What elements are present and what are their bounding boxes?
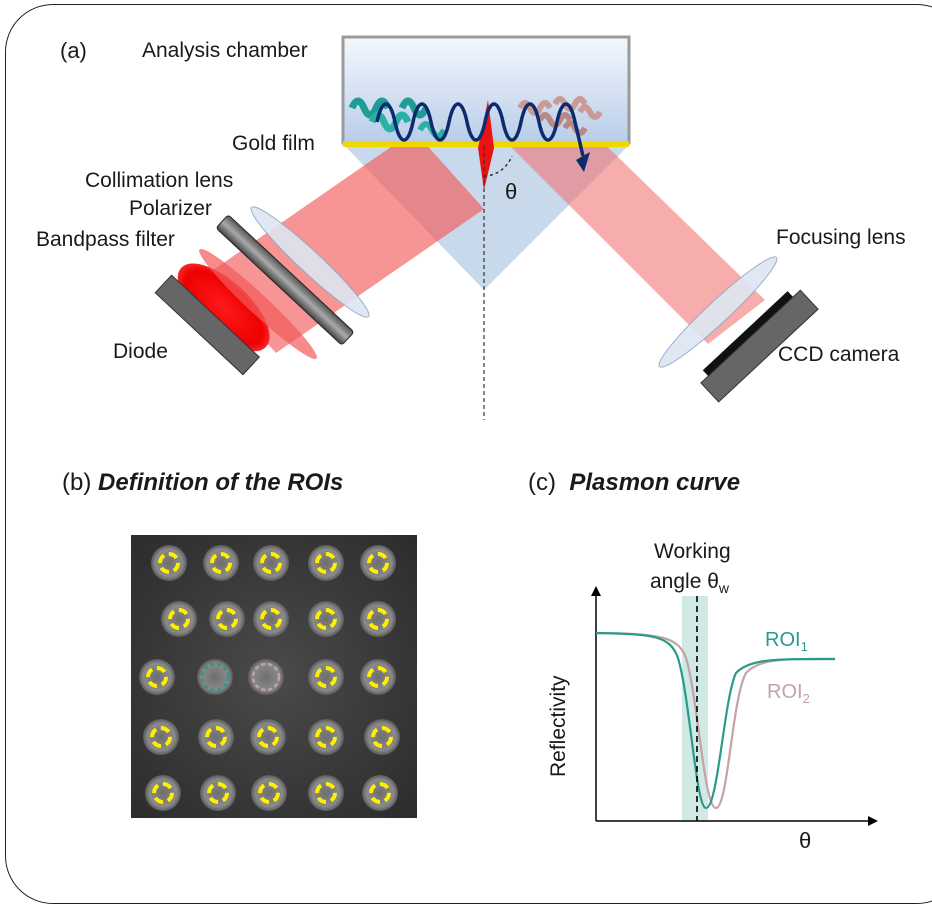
sensor-spot [253, 545, 289, 581]
theta-label: θ [505, 179, 518, 204]
panel-b-tag: (b) [62, 469, 92, 496]
sensor-spot [209, 601, 245, 637]
roi-ring [260, 608, 282, 630]
roi-ring [158, 552, 180, 574]
working-angle-line2: angle θw [650, 571, 729, 595]
roi2-ring [251, 662, 281, 692]
ccd-camera [700, 289, 819, 403]
y-axis-label: Reflectivity [547, 675, 570, 777]
sensor-spot [308, 601, 344, 637]
bandpass-filter-label: Bandpass filter [36, 228, 175, 251]
bandpass-filter [199, 248, 317, 360]
roi-ring [150, 726, 172, 748]
spr-setup-diagram [154, 35, 819, 420]
panel-b-heading: (b) Definition of the ROIs [62, 471, 343, 495]
roi-ring [207, 782, 229, 804]
sensor-spot [143, 719, 179, 755]
roi2-curve [595, 631, 836, 810]
sensor-spot [308, 659, 344, 695]
sensor-spot [203, 545, 239, 581]
sensor-spot [151, 545, 187, 581]
roi-ring [205, 726, 227, 748]
roi-ring [315, 608, 337, 630]
sensor-spot [251, 775, 287, 811]
angle-arc [483, 155, 513, 177]
roi-ring [371, 726, 393, 748]
working-angle-sub: w [718, 580, 730, 597]
roi-ring [152, 782, 174, 804]
focusing-lens-label: Focusing lens [776, 226, 906, 249]
sensor-spot [139, 659, 175, 695]
roi-ring [258, 782, 280, 804]
roi-microscopy-image [131, 535, 417, 818]
roi-ring [367, 666, 389, 688]
focusing-lens [658, 256, 778, 368]
roi-ring [367, 552, 389, 574]
roi1-curve [595, 631, 836, 810]
analysis-chamber-label: Analysis chamber [142, 39, 308, 62]
panel-c-tag: (c) [528, 469, 556, 496]
diode-label: Diode [113, 340, 168, 363]
sensor-spot [200, 775, 236, 811]
evanescent-field [478, 100, 494, 190]
roi1-label: ROI1 [765, 630, 808, 653]
roi1-sub: 1 [800, 639, 808, 654]
roi-ring [315, 726, 337, 748]
sensor-spot [161, 601, 197, 637]
plasmon-wave [375, 102, 585, 157]
sensor-spot [362, 775, 398, 811]
roi-ring [146, 666, 168, 688]
roi-ring [210, 552, 232, 574]
figure: (a) Analysis chamber Gold film Collimati… [5, 4, 932, 904]
roi-ring [367, 608, 389, 630]
sensor-spot [360, 601, 396, 637]
sensor-spot [308, 545, 344, 581]
panel-c-title: Plasmon curve [569, 469, 741, 496]
working-angle-text: angle θ [650, 570, 719, 593]
roi-ring [216, 608, 238, 630]
roi2-text: ROI [767, 681, 803, 703]
sensor-spot [308, 719, 344, 755]
roi-ring [257, 726, 279, 748]
reflected-beam [484, 120, 765, 344]
diode [154, 263, 270, 376]
polarizer [216, 215, 354, 345]
roi-ring [168, 608, 190, 630]
ccd-camera-label: CCD camera [778, 343, 900, 366]
roi-ring [369, 782, 391, 804]
roi-ring [315, 666, 337, 688]
sensor-spot [364, 719, 400, 755]
incident-beam [206, 131, 484, 353]
panel-c-heading: (c) Plasmon curve [528, 471, 740, 495]
sensor-spot [253, 601, 289, 637]
panel-a-tag: (a) [60, 38, 87, 63]
sensor-spot [145, 775, 181, 811]
sensor-spot [308, 775, 344, 811]
plasmon-curve-chart [591, 586, 878, 826]
sensor-spot [198, 719, 234, 755]
sensor-spot [360, 659, 396, 695]
y-axis-arrow [591, 586, 601, 596]
roi-ring [260, 552, 282, 574]
sensor-spot [360, 545, 396, 581]
roi1-ring [200, 662, 230, 692]
panel-b-title: Definition of the ROIs [98, 469, 344, 496]
x-axis-label: θ [799, 828, 812, 853]
roi2-sub: 2 [802, 691, 810, 706]
sensor-spot [250, 719, 286, 755]
working-angle-line1: Working [654, 540, 731, 563]
roi-ring [315, 782, 337, 804]
gold-film-label: Gold film [232, 132, 315, 155]
x-axis-arrow [868, 816, 878, 826]
spot-array [139, 545, 400, 811]
polarizer-label: Polarizer [129, 197, 212, 220]
roi1-text: ROI [765, 629, 801, 651]
collimation-lens-label: Collimation lens [85, 169, 234, 192]
wave-arrowhead [576, 152, 590, 172]
collimation-lens [250, 206, 370, 318]
roi-ring [315, 552, 337, 574]
roi2-label: ROI2 [767, 682, 810, 705]
